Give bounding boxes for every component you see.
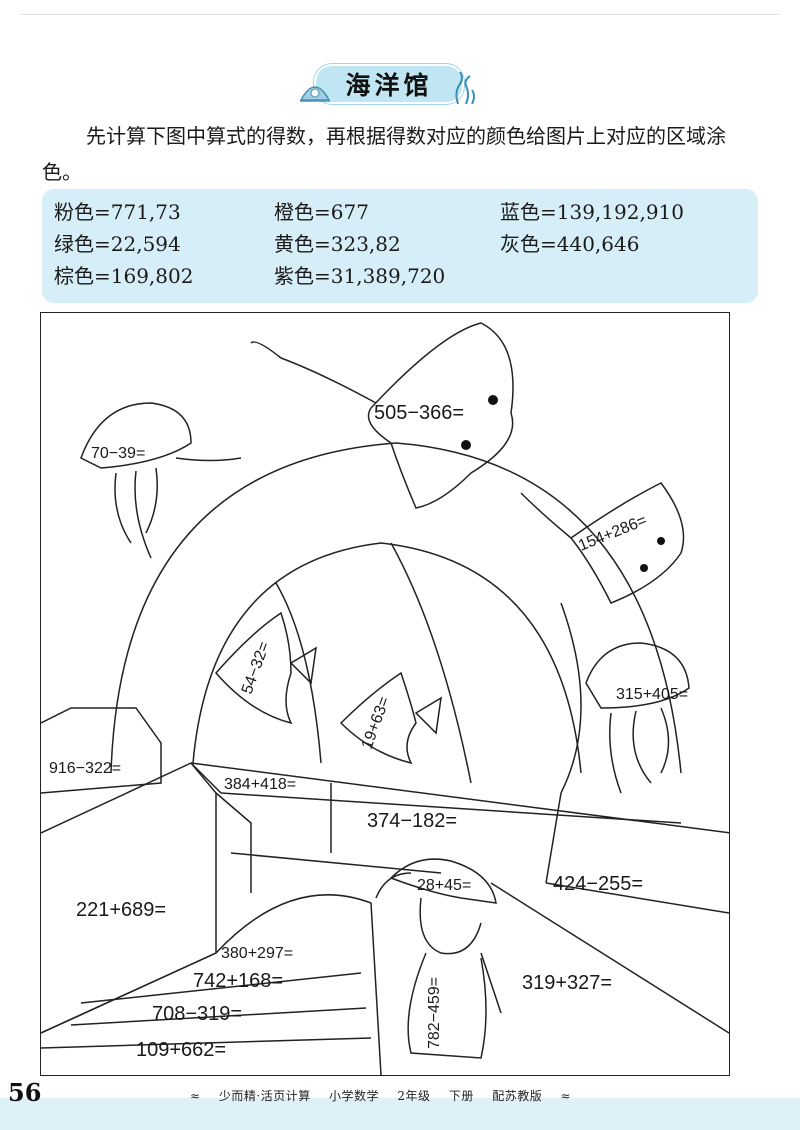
fish-1 (215, 611, 293, 725)
eq-fish-2: 19+63= (359, 695, 394, 752)
tunnel-inner-arch (192, 542, 582, 774)
aquarium-drawing: 505−366= 70−39= 154+286= 54−32= 19+63= 3… (41, 322, 729, 1075)
footer-wave (0, 1098, 800, 1130)
eq-wall-c: 424−255= (553, 873, 643, 895)
eq-wall-a: 384+418= (224, 776, 296, 793)
steps-arch (215, 894, 382, 1075)
footer-wave-icon-left: ≈ (190, 1089, 201, 1103)
eq-fish-1: 54−32= (239, 640, 274, 697)
girl-body (407, 952, 487, 1059)
legend-item-purple: 紫色=31,389,720 (274, 264, 446, 288)
eq-floor-right: 319+327= (522, 972, 612, 994)
jellyfish-left (80, 402, 192, 469)
eq-step-4: 109+662= (136, 1039, 226, 1061)
manta-ray-big (367, 322, 514, 509)
color-legend: 粉色=771,73 橙色=677 蓝色=139,192,910 绿色=22,59… (42, 189, 758, 303)
footer-grade: 2年级 (397, 1089, 431, 1103)
eq-step-1: 380+297= (221, 945, 293, 962)
eq-rock-left: 916−322= (49, 760, 121, 777)
fish-2 (339, 671, 417, 765)
footer-wave-icon-right: ≈ (560, 1089, 572, 1103)
title-banner: 海洋馆 (298, 60, 480, 106)
tunnel-outer-arch (110, 442, 682, 774)
eq-girl-body: 782−459= (426, 977, 443, 1049)
instruction-text: 先计算下图中算式的得数，再根据得数对应的颜色给图片上对应的区域涂色。 (42, 118, 762, 190)
eq-jelly-right: 315+405= (616, 686, 688, 703)
eq-step-2: 742+168= (193, 970, 283, 992)
legend-item-pink: 粉色=771,73 (54, 200, 181, 224)
legend-item-green: 绿色=22,594 (54, 232, 181, 256)
jellyfish-right (585, 642, 690, 709)
footer-book: 少而精·活页计算 (218, 1089, 311, 1103)
footer-info: ≈ 少而精·活页计算 小学数学 2年级 下册 配苏教版 ≈ (190, 1087, 585, 1104)
top-rule (20, 14, 780, 15)
eq-wall-b: 374−182= (367, 810, 457, 832)
shell-icon (299, 86, 331, 102)
footer-subject: 小学数学 (329, 1089, 380, 1103)
manta-ray-small (569, 482, 685, 604)
legend-item-brown: 棕色=169,802 (54, 264, 194, 288)
eq-girl-cap: 28+45= (417, 877, 471, 894)
instruction-body: 先计算下图中算式的得数，再根据得数对应的颜色给图片上对应的区域涂色。 (42, 124, 726, 184)
title-banner-bg (314, 64, 464, 104)
eq-ray-big: 505−366= (374, 402, 464, 424)
seaweed-icon (455, 72, 475, 104)
eq-step-3: 708−319= (152, 1003, 242, 1025)
page-title: 海洋馆 (345, 71, 433, 100)
eq-ray-small: 154+286= (576, 512, 649, 555)
legend-item-yellow: 黄色=323,82 (274, 232, 401, 256)
eq-block: 221+689= (76, 899, 166, 921)
rock-left (41, 707, 162, 794)
legend-item-blue: 蓝色=139,192,910 (500, 200, 684, 224)
eq-jelly-left: 70−39= (91, 445, 145, 462)
legend-item-gray: 灰色=440,646 (500, 232, 640, 256)
girl-cap (389, 858, 497, 904)
girl-face (419, 897, 482, 955)
footer-term: 下册 (448, 1089, 474, 1103)
legend-item-orange: 橙色=677 (274, 200, 369, 224)
coloring-picture: 505−366= 70−39= 154+286= 54−32= 19+63= 3… (40, 312, 730, 1076)
footer-edition: 配苏教版 (492, 1089, 543, 1103)
page-number: 56 (8, 1078, 42, 1107)
